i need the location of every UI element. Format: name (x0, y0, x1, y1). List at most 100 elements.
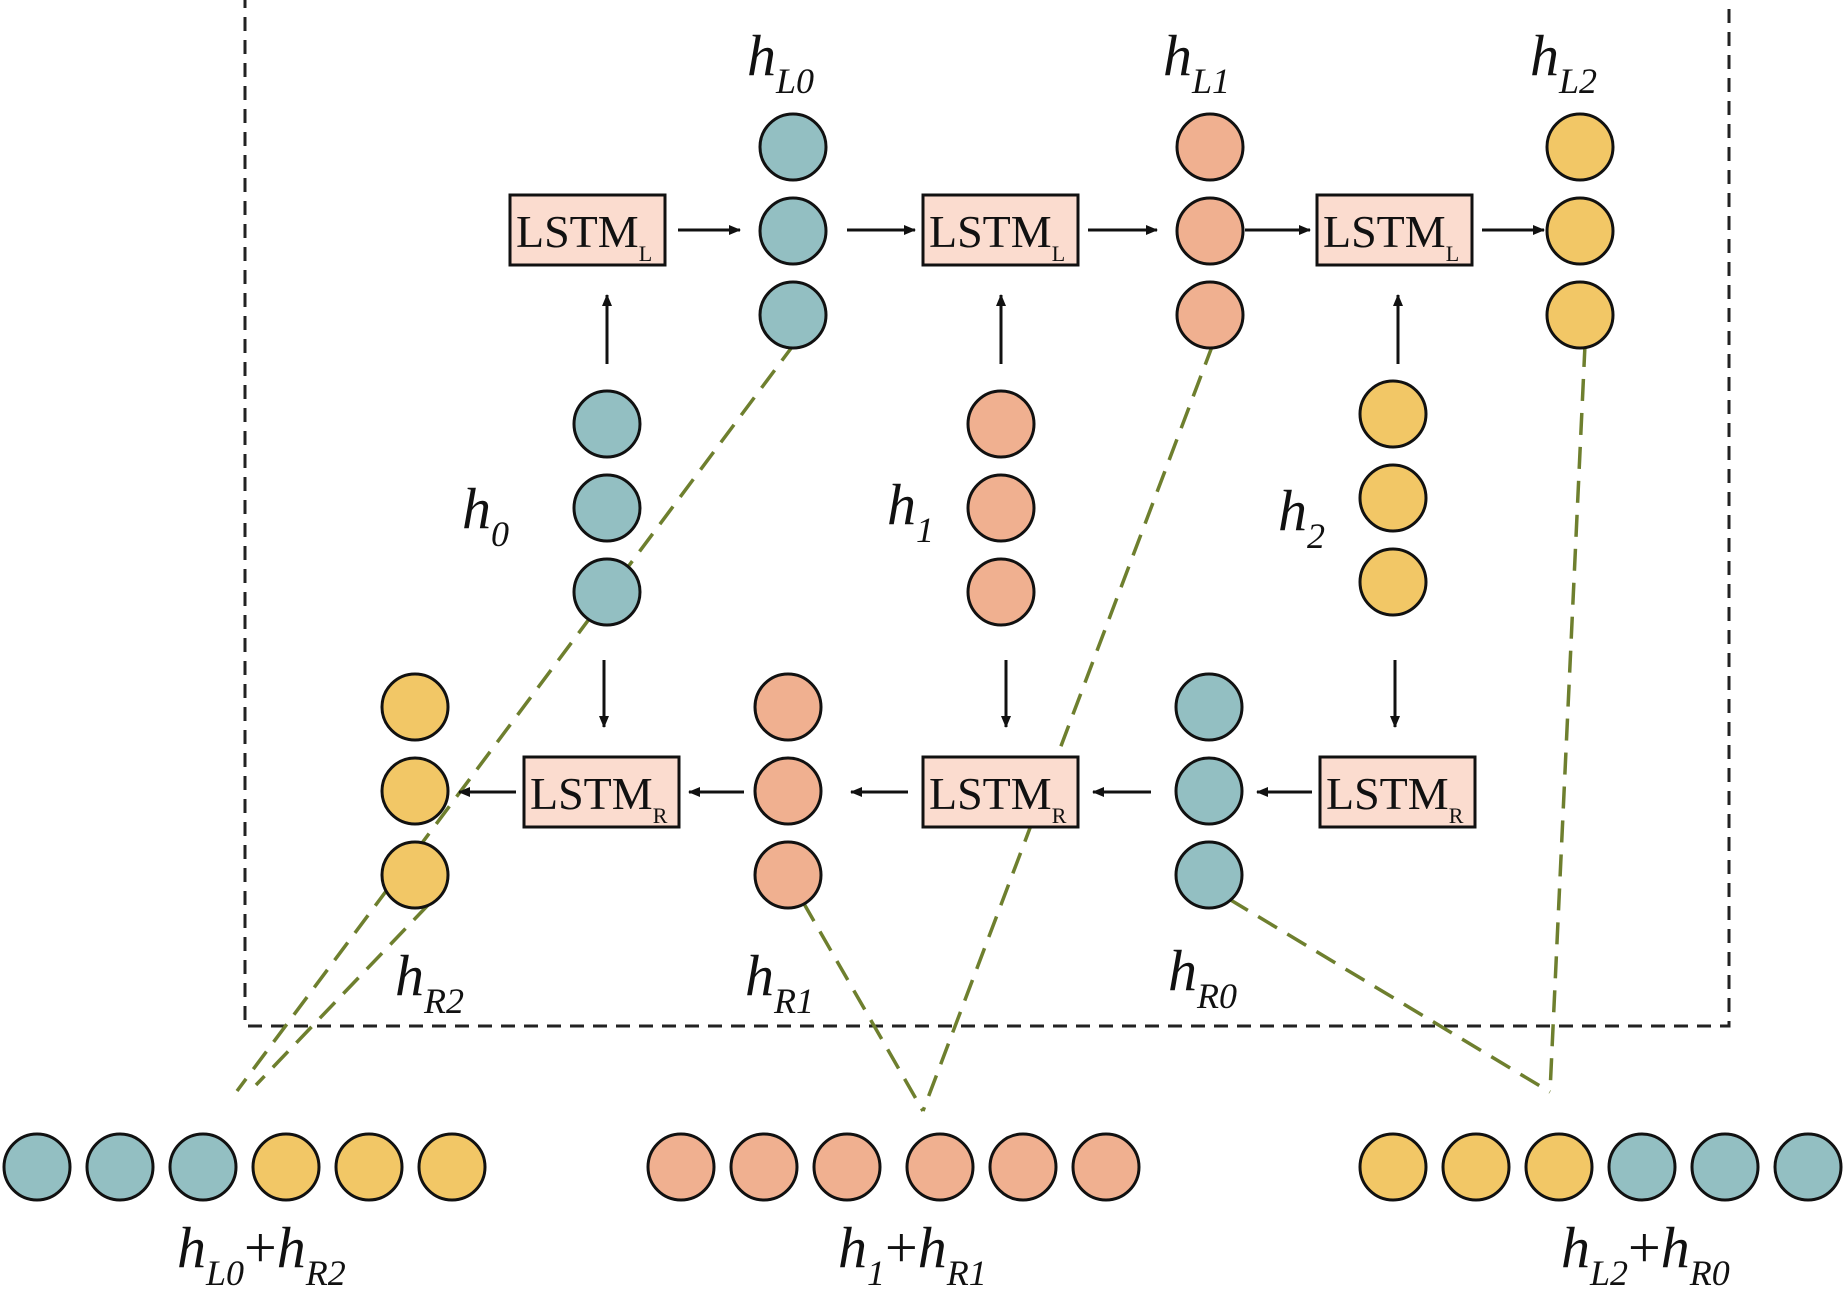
lstm-main-text: LSTM (1326, 768, 1449, 819)
label-base: h (395, 943, 424, 1008)
lstm-left-box-2: LSTML (921, 193, 1080, 267)
output-label-a-sub: L2 (1589, 1253, 1628, 1293)
connector-hR1-to-output-2 (801, 901, 925, 1112)
output-node (1071, 1132, 1141, 1202)
output-node (812, 1132, 882, 1202)
node-circle (1175, 196, 1245, 266)
node-circle (1358, 379, 1428, 449)
node-circle (380, 672, 450, 742)
label-base: h (887, 472, 916, 537)
lstm-box-frame (921, 193, 1080, 267)
output-label-b-base: h (918, 1215, 947, 1280)
label-h1: h1 (887, 472, 934, 550)
lstm-box-frame (1315, 193, 1474, 267)
lstm-sub-text: R (1449, 803, 1464, 828)
label-subscript: 0 (491, 514, 509, 554)
connector-hL1-to-output-2 (921, 343, 1215, 1112)
label-base: h (1163, 23, 1192, 88)
lstm-box-label: LSTML (929, 206, 1065, 266)
connector-lines (235, 341, 1587, 1112)
lstm-left-box-1: LSTML (508, 193, 667, 267)
lstm-sub-text: L (1052, 241, 1065, 266)
label-h0: h0 (462, 476, 509, 554)
hR2-column (380, 672, 450, 910)
node-circle (1358, 463, 1428, 533)
node-circle (966, 473, 1036, 543)
node-circle (758, 196, 828, 266)
label-subscript: R0 (1196, 976, 1237, 1016)
output-hL0-plus-hR2: hL0+hR2 (2, 1132, 487, 1293)
output-label: h1+hR1 (838, 1215, 987, 1293)
node-circle (966, 557, 1036, 627)
node-circle (1174, 756, 1244, 826)
lstm-sub-text: L (639, 241, 652, 266)
node-circle (1545, 112, 1615, 182)
label-h2: h2 (1278, 478, 1325, 556)
connector-hL0-to-output-1 (235, 341, 797, 1093)
output-h1-plus-hR1: h1+hR1 (646, 1132, 1141, 1293)
label-base: h (462, 476, 491, 541)
lstm-box-label: LSTML (516, 206, 652, 266)
output-label-a-base: h (838, 1215, 867, 1280)
node-circle (758, 280, 828, 350)
output-label-op: + (885, 1215, 918, 1280)
lstm-box-frame (921, 755, 1080, 829)
output-label-op: + (1628, 1215, 1661, 1280)
lstm-box-frame (522, 755, 681, 829)
node-circle (1174, 672, 1244, 742)
node-columns (380, 112, 1615, 910)
lstm-main-text: LSTM (516, 206, 639, 257)
output-label-a-sub: 1 (867, 1253, 885, 1293)
node-circle (753, 756, 823, 826)
output-node (646, 1132, 716, 1202)
connector-hR0-to-output-3 (1228, 897, 1551, 1094)
label-subscript: L2 (1558, 61, 1597, 101)
hL2-column (1545, 112, 1615, 350)
hL0-column (758, 112, 828, 350)
output-label: hL0+hR2 (177, 1215, 346, 1293)
label-subscript: R2 (423, 981, 464, 1021)
output-label-b-sub: R2 (305, 1253, 346, 1293)
output-node (988, 1132, 1058, 1202)
h0-column (572, 389, 642, 627)
label-subscript: R1 (773, 981, 814, 1021)
node-circle (572, 473, 642, 543)
output-node (1690, 1132, 1760, 1202)
label-hL1: hL1 (1163, 23, 1230, 101)
output-label-b-base: h (1661, 1215, 1690, 1280)
node-circle (572, 557, 642, 627)
label-subscript: L1 (1191, 61, 1230, 101)
node-circle (753, 672, 823, 742)
lstm-box-frame (1318, 755, 1477, 829)
output-node (85, 1132, 155, 1202)
node-circle (380, 840, 450, 910)
node-circle (1545, 196, 1615, 266)
label-hL2: hL2 (1530, 23, 1597, 101)
output-node (1441, 1132, 1511, 1202)
label-base: h (1278, 478, 1307, 543)
output-node (1773, 1132, 1843, 1202)
node-circle (758, 112, 828, 182)
flow-arrows (458, 225, 1545, 797)
output-node (1524, 1132, 1594, 1202)
output-label-a-base: h (177, 1215, 206, 1280)
output-node (2, 1132, 72, 1202)
lstm-right-box-2: LSTMR (921, 755, 1080, 829)
output-node (1358, 1132, 1428, 1202)
h2-column (1358, 379, 1428, 617)
label-hR1: hR1 (745, 943, 814, 1021)
lstm-sub-text: R (1052, 803, 1067, 828)
hR0-column (1174, 672, 1244, 910)
output-hL2-plus-hR0: hL2+hR0 (1358, 1132, 1843, 1293)
lstm-main-text: LSTM (929, 768, 1052, 819)
connector-hL2-to-output-3 (1548, 344, 1587, 1093)
lstm-left-box-3: LSTML (1315, 193, 1474, 267)
lstm-right-box-3: LSTMR (1318, 755, 1477, 829)
output-node (729, 1132, 799, 1202)
lstm-box-label: LSTMR (1326, 768, 1464, 828)
output-node (168, 1132, 238, 1202)
node-circle (572, 389, 642, 459)
